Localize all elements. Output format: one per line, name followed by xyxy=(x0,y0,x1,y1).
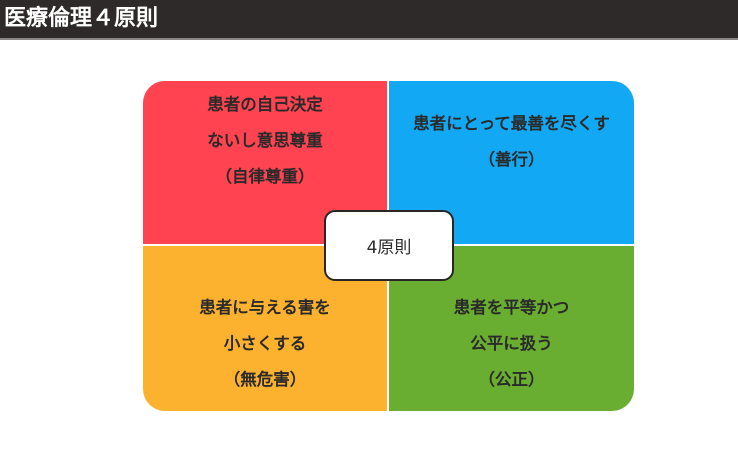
center-label-box: 4原則 xyxy=(324,210,454,281)
quadrant-text-line: 患者を平等かつ xyxy=(453,298,570,317)
quadrant-text-line: （無危害） xyxy=(223,370,307,389)
quadrant-text-line: 患者に与える害を xyxy=(199,298,331,317)
title-bar: 医療倫理４原則 xyxy=(0,0,738,40)
center-label: 4原則 xyxy=(366,238,412,258)
quadrant-text-line: 患者にとって最善を尽くす xyxy=(413,114,610,133)
quadrant-text-line: （善行） xyxy=(478,150,545,169)
quadrant-text-line: （自律尊重） xyxy=(215,167,315,186)
page-title: 医療倫理４原則 xyxy=(4,6,159,31)
quadrant-text-line: （公正） xyxy=(478,370,545,389)
quadrant-text-line: 公平に扱う xyxy=(470,334,553,353)
quadrant-text-line: ないし意思尊重 xyxy=(207,131,323,150)
four-principles-diagram: 患者の自己決定 ないし意思尊重 （自律尊重） 患者にとって最善を尽くす （善行）… xyxy=(143,81,634,411)
quadrant-text-line: 患者の自己決定 xyxy=(207,95,323,114)
quadrant-text-line: 小さくする xyxy=(223,334,307,353)
